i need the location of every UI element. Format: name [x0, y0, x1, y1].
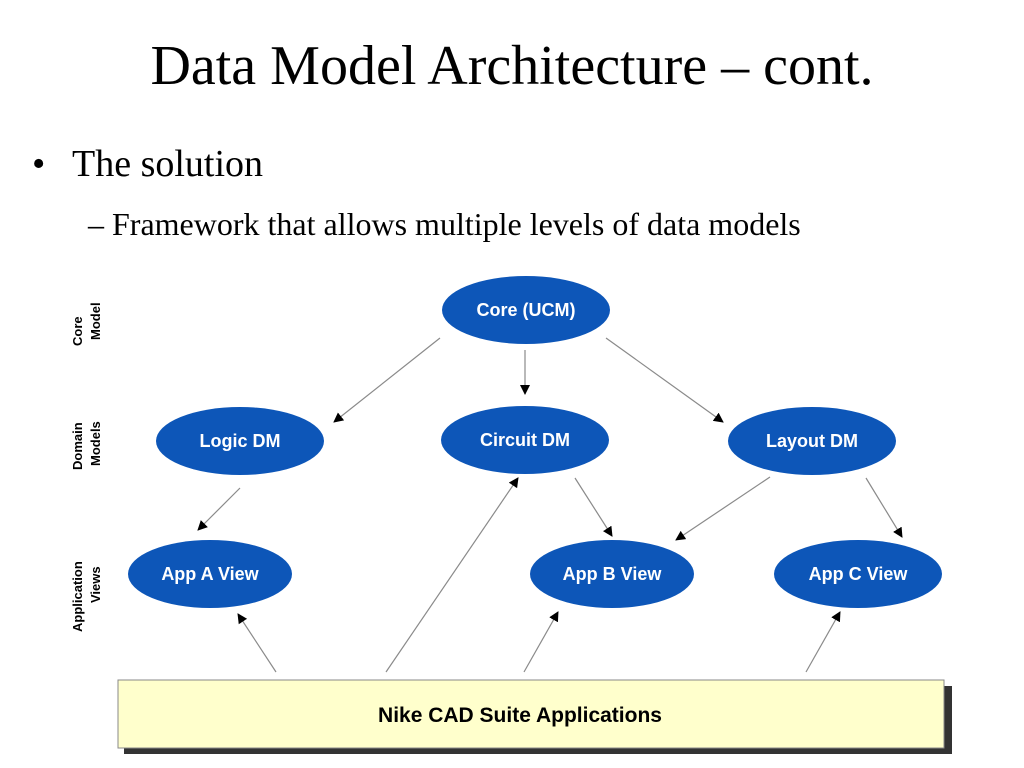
- node-app-a-view: App A View: [128, 540, 292, 608]
- bullet-text: The solution: [72, 143, 264, 185]
- node-app-c-view-label: App C View: [809, 564, 909, 584]
- arrow-core-to-layout: [605, 337, 724, 423]
- node-circuit-dm: Circuit DM: [441, 406, 609, 474]
- node-layout-dm-label: Layout DM: [766, 431, 858, 451]
- arrow-layout-to-appb: [675, 476, 771, 541]
- arrow-suite-to-circuit: [385, 477, 519, 673]
- architecture-diagram: Core Model Domain Models Application Vie…: [70, 276, 952, 754]
- row-label-core: Core: [70, 316, 85, 346]
- bullet-item: • The solution: [32, 142, 263, 186]
- arrow-core-to-logic: [333, 337, 441, 423]
- node-logic-dm: Logic DM: [156, 407, 324, 475]
- row-label-core-2: Model: [88, 302, 103, 340]
- node-circuit-dm-label: Circuit DM: [480, 430, 570, 450]
- arrow-logic-to-appa: [197, 487, 241, 531]
- bullet-marker: •: [32, 143, 46, 185]
- node-core: Core (UCM): [442, 276, 610, 344]
- row-label-application: Application: [70, 561, 85, 632]
- row-label-application-2: Views: [88, 566, 103, 603]
- node-app-a-view-label: App A View: [161, 564, 259, 584]
- arrow-suite-to-appb: [523, 611, 559, 673]
- node-app-c-view: App C View: [774, 540, 942, 608]
- node-core-label: Core (UCM): [477, 300, 576, 320]
- node-app-b-view: App B View: [530, 540, 694, 608]
- node-logic-dm-label: Logic DM: [200, 431, 281, 451]
- suite-box: Nike CAD Suite Applications: [117, 679, 952, 754]
- row-label-domain: Domain: [70, 422, 85, 470]
- node-app-b-view-label: App B View: [563, 564, 663, 584]
- arrow-circuit-to-appb: [574, 477, 613, 537]
- arrow-suite-to-appc: [805, 611, 841, 673]
- suite-label: Nike CAD Suite Applications: [378, 704, 662, 727]
- row-label-domain-2: Models: [88, 421, 103, 466]
- node-layout-dm: Layout DM: [728, 407, 896, 475]
- arrow-suite-to-appa: [237, 613, 277, 673]
- arrow-layout-to-appc: [865, 477, 903, 538]
- sub-bullet-text: – Framework that allows multiple levels …: [88, 206, 801, 242]
- slide-title: Data Model Architecture – cont.: [150, 35, 874, 97]
